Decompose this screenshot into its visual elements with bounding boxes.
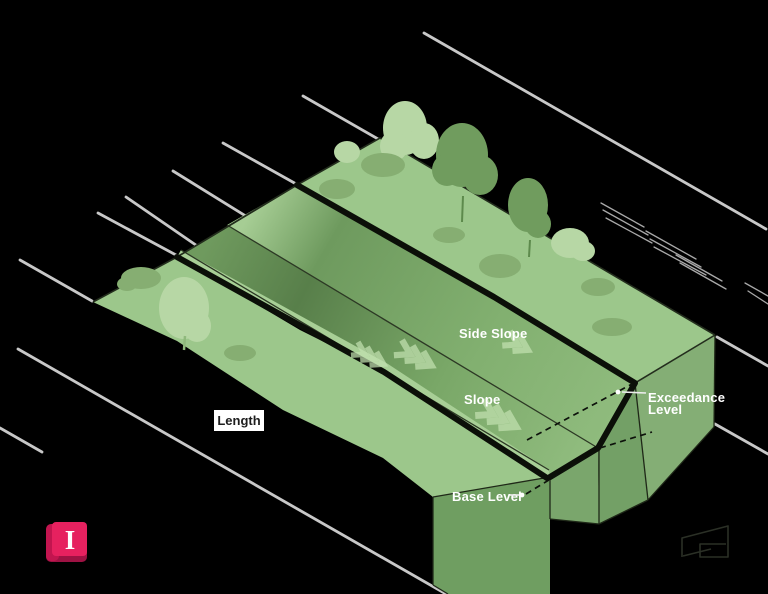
base-level-label: Base Level bbox=[452, 489, 525, 504]
tree-blob-left bbox=[334, 141, 360, 163]
exceedance-level-label: Exceedance Level bbox=[615, 389, 725, 417]
length-label: Length bbox=[214, 410, 264, 431]
hidden-level-dashed-lines bbox=[525, 383, 653, 495]
base-level-text: Base Level bbox=[452, 489, 522, 504]
dark-tree-trunks bbox=[461, 195, 531, 258]
east-face bbox=[635, 335, 715, 500]
channel-bank-outlines bbox=[174, 182, 638, 481]
slope-label: Slope bbox=[464, 392, 500, 407]
exceedance-text-line2: Level bbox=[648, 402, 682, 417]
length-label-tick bbox=[260, 423, 264, 427]
chevron-group-slope bbox=[474, 397, 522, 432]
brand-logo-outline-icon bbox=[681, 525, 729, 558]
length-label-box bbox=[214, 410, 264, 431]
side-slope-label: Side Slope bbox=[459, 326, 527, 341]
base-level-hidden-line bbox=[525, 449, 599, 495]
light-trees bbox=[159, 101, 595, 342]
bush bbox=[433, 227, 465, 243]
bush-ridge-left bbox=[117, 267, 161, 291]
chevron-group-bed-upper bbox=[350, 340, 389, 368]
bush bbox=[224, 345, 256, 361]
front-face-bed-exit bbox=[550, 448, 599, 524]
dark-trees bbox=[432, 123, 551, 238]
info-book-icon: I bbox=[46, 522, 87, 562]
tree-dark-1 bbox=[432, 123, 498, 195]
exceedance-hidden-line bbox=[526, 383, 633, 441]
info-book-icon-letter: I bbox=[65, 525, 76, 555]
channel-far-side-slope bbox=[227, 185, 635, 448]
front-face-right-cut bbox=[598, 383, 648, 524]
tree-dark-2 bbox=[508, 178, 551, 238]
exceedance-leader-dot bbox=[615, 389, 621, 395]
bush bbox=[581, 278, 615, 296]
chevron-group-bed-mid bbox=[393, 338, 437, 370]
base-level-leader-dot bbox=[519, 492, 525, 498]
wind-streak-lines bbox=[0, 31, 768, 594]
bush bbox=[361, 153, 405, 177]
wind-streak-cluster-lines bbox=[600, 202, 768, 305]
bushes bbox=[117, 153, 632, 361]
bush bbox=[479, 254, 521, 278]
exceedance-text-line1: Exceedance bbox=[648, 390, 725, 405]
near-bank-line bbox=[174, 254, 550, 481]
flow-chevrons bbox=[350, 329, 534, 432]
length-label-text: Length bbox=[217, 413, 260, 428]
front-face-left bbox=[433, 477, 550, 594]
base-level-face-line bbox=[599, 431, 653, 449]
face-edge-lines bbox=[432, 334, 716, 594]
tree-near-grass bbox=[159, 277, 211, 342]
exceedance-leader-line bbox=[621, 391, 647, 394]
bush bbox=[592, 318, 632, 336]
tree-right bbox=[551, 228, 595, 261]
tree-near-trunk bbox=[182, 335, 187, 351]
bush bbox=[319, 179, 355, 199]
far-bank-and-notch-line bbox=[294, 182, 638, 480]
chevron-group-side-slope bbox=[502, 329, 534, 355]
